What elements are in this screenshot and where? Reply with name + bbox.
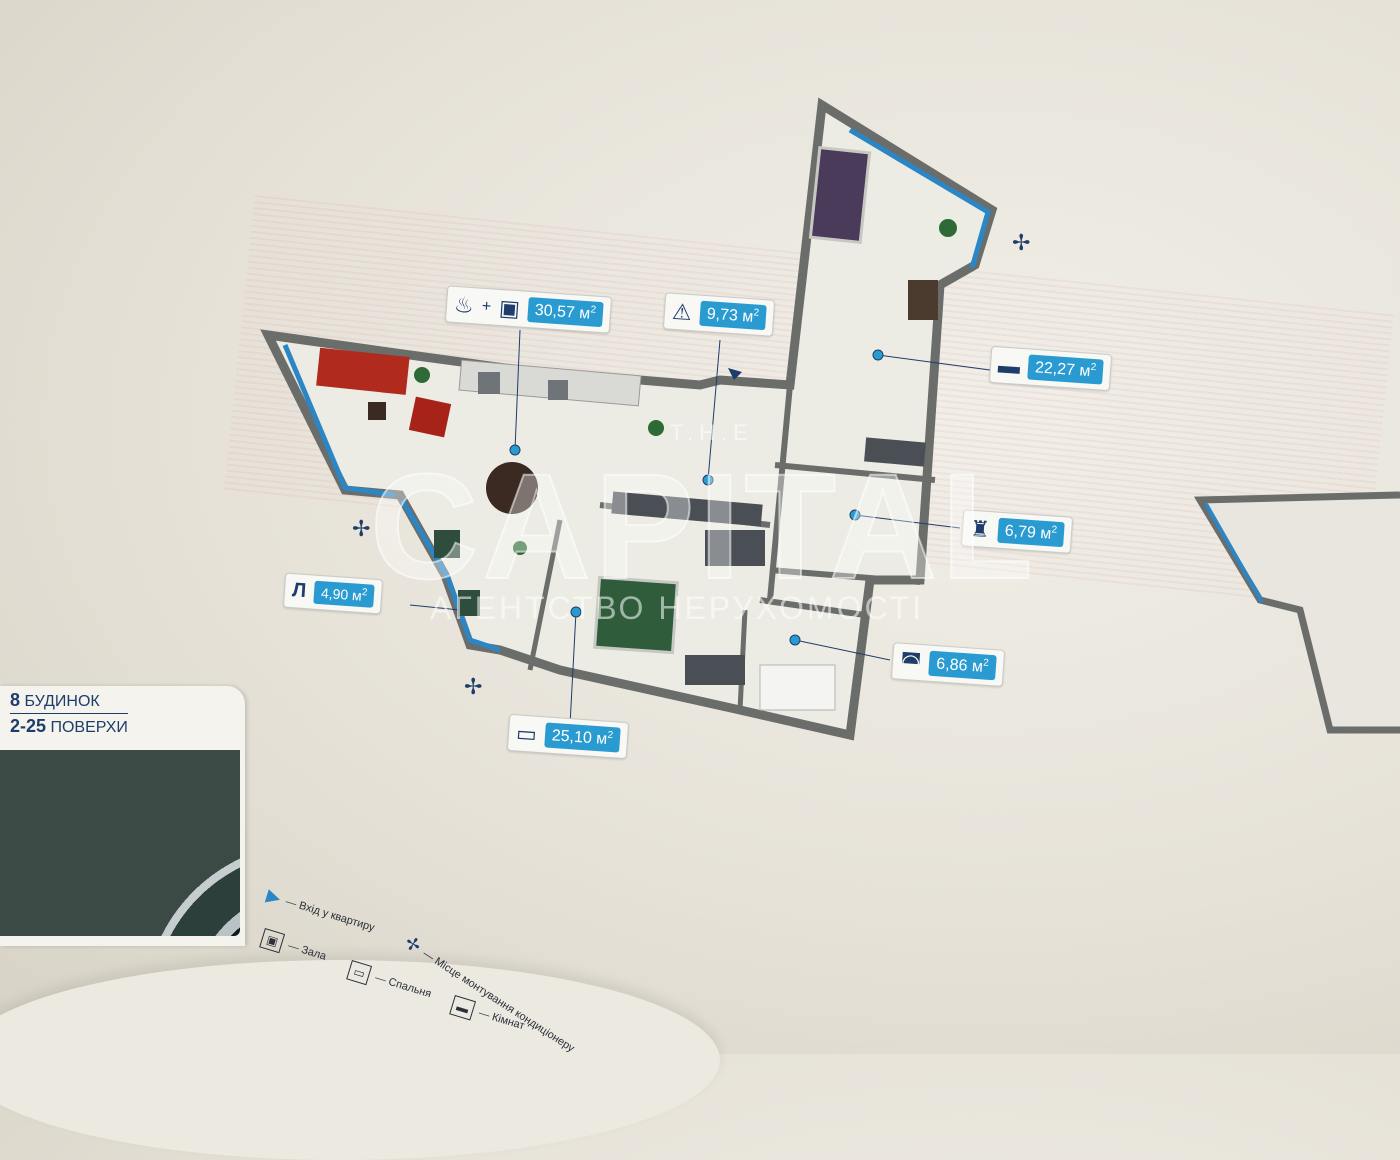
area-chip-loggia: Л 4,90 м2 — [282, 572, 384, 615]
fan-icon: ✢ — [352, 516, 371, 541]
area-value: 9,73 м2 — [698, 300, 767, 331]
brochure-page: ✢ ✢ ✢ ♨ + ▣ 30,57 м2 ⚠ 9,73 м2 ▬ 22,27 м… — [0, 97, 1400, 1160]
bed — [593, 575, 679, 655]
adjacent-window — [1204, 503, 1264, 603]
tub — [759, 664, 836, 711]
fan-icon: ✢ — [1012, 230, 1031, 255]
building-title: 8 БУДИНОК 2-25 ПОВЕРХИ — [10, 690, 128, 737]
wall-inner-3 — [769, 567, 921, 585]
area-value: 6,86 м2 — [928, 650, 997, 681]
aerial-map — [0, 750, 240, 936]
wardrobe-1 — [611, 491, 763, 527]
double-bed — [808, 145, 872, 245]
plant-1 — [414, 367, 430, 383]
sink — [548, 380, 568, 400]
hall-icon: ⚠ — [671, 298, 693, 325]
bathtub-icon: ◚ — [899, 648, 923, 675]
floors-range: 2-25 — [10, 716, 47, 736]
area-chip-hall: ⚠ 9,73 м2 — [662, 292, 776, 338]
loggia-letter: Л — [291, 579, 307, 603]
wall-inner-2 — [774, 462, 936, 483]
wall-inner-4 — [759, 597, 866, 618]
building-number: 8 — [10, 690, 21, 710]
fan-icon: ✢ — [464, 674, 483, 699]
stove — [478, 372, 500, 394]
wall-inner-6 — [527, 519, 563, 671]
balcony-chair-1 — [434, 530, 460, 558]
area-chip-toilet: ♜ 6,79 м2 — [960, 509, 1074, 555]
area-value: 25,10 м2 — [543, 722, 621, 753]
sofa-icon: ▬ — [997, 352, 1021, 379]
desk — [908, 280, 938, 320]
building-card: 8 БУДИНОК 2-25 ПОВЕРХИ — [0, 686, 245, 946]
area-value: 30,57 м2 — [526, 296, 604, 328]
wardrobe-2 — [705, 530, 765, 566]
dining-table — [486, 462, 538, 514]
shelf-2 — [685, 655, 745, 685]
window-left — [282, 344, 396, 498]
pot-icon: ♨ — [453, 291, 475, 318]
plant-2 — [648, 420, 664, 436]
floor-plan — [260, 97, 1400, 741]
area-value: 4,90 м2 — [313, 580, 376, 608]
coffee-table — [368, 402, 386, 420]
wall-inner-1 — [767, 384, 793, 601]
building-label: БУДИНОК — [24, 693, 100, 710]
area-value: 22,27 м2 — [1027, 354, 1104, 385]
leader-lines — [409, 329, 991, 726]
shelf-1 — [864, 437, 926, 467]
area-value: 6,79 м2 — [996, 517, 1065, 548]
adjacent-plan — [1193, 491, 1400, 734]
floors-label: ПОВЕРХИ — [50, 719, 128, 736]
plus-sign: + — [481, 297, 492, 316]
plant-4 — [513, 541, 527, 555]
plant-3 — [939, 219, 957, 237]
balcony-chair-2 — [458, 590, 480, 616]
armchair-red — [408, 396, 452, 438]
monitor-icon: ▣ — [498, 294, 521, 322]
bed-icon: ▭ — [515, 720, 538, 747]
window-top-right — [848, 127, 991, 269]
toilet-icon: ♜ — [969, 515, 991, 542]
sofa-red — [316, 347, 410, 395]
entrance-marker — [728, 368, 742, 380]
